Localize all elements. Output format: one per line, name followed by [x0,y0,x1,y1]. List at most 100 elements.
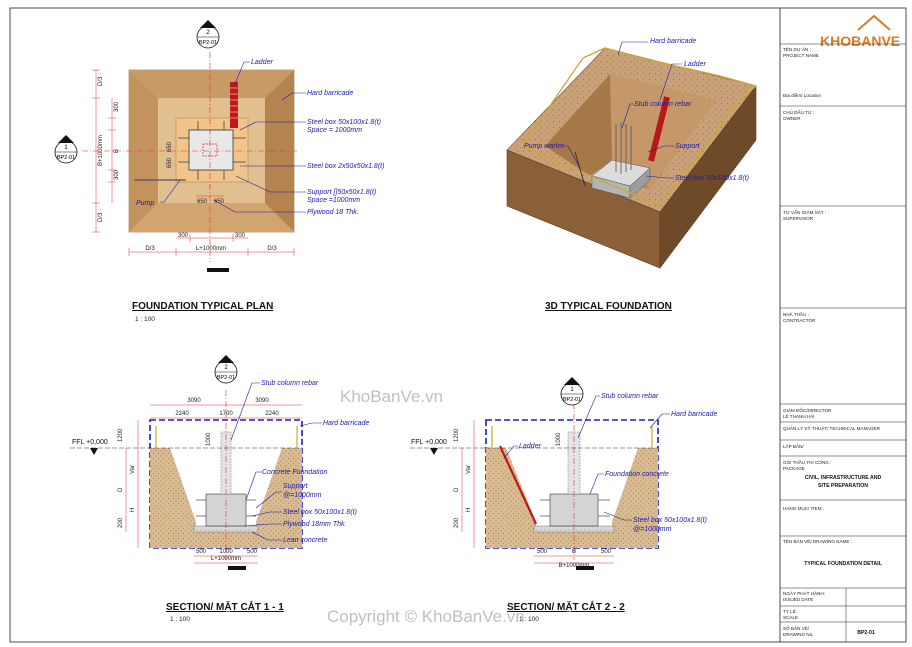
watermark-bottom: Copyright © KhoBanVe.vn [327,607,525,626]
sec1-dim-1000-v: 1000 [206,432,212,446]
tb-package-label: GÓI THẦU THI CÔNG : [783,459,831,465]
iso-label-steel-box: Steel box 50x100x1.8(t) [675,175,749,182]
sec2-ffl: FFL +0,000 [411,439,447,446]
iso-ladder [648,96,670,162]
sec1-dim-1000: 1000 [219,549,233,555]
sec1-title: SECTION/ MẶT CẮT 1 - 1 [166,600,284,613]
tb-drawing-no-label-en: DRAWING No. [783,632,813,637]
sec1-dim-3090-right: 3090 [255,398,269,404]
logo-text: KHOBANVE [820,33,900,49]
sec2-black-marker [576,566,594,570]
plan-dim-650-a: 650 [167,141,173,152]
sec2-label-ladder: Ladder [519,443,541,450]
sec1-dim-1700: 1700 [219,411,233,417]
plan-ref-top-sheet: BP2-01 [199,40,217,46]
tb-location: Địa điểm/ Location [783,92,821,98]
tb-package-label-en: PACKAGE [783,466,805,471]
sec1-dim-200: 200 [118,517,124,528]
sec1-soil-bottom [196,532,256,548]
iso-barricade-right [739,85,757,101]
plan-slope-bottom [129,203,294,232]
tb-item-label: HẠNG MỤC/ ITEM : [783,506,824,511]
sec2-dim-200: 200 [454,517,460,528]
sec2-title: SECTION/ MẶT CẮT 2 - 2 [507,600,625,613]
iso-ground-right-face [659,85,757,269]
sec1-leaders [230,382,322,541]
plan-section-ref-left: 1 BP2-01 [54,135,78,164]
plan-dim-300-left: 300 [178,233,189,239]
sec2-dim-d: D [454,487,460,492]
sec1-ffl: FFL +0,000 [72,439,108,446]
sec2-ref-sheet: BP2-01 [563,397,581,403]
sec2-soil-left [486,448,536,548]
tb-director-label: GIÁM ĐỐC/DIRECTOR [783,407,832,413]
sec1-dim-l1000: L+1000mm [211,556,241,562]
tb-contractor-label: NHÀ THẦU : [783,311,809,317]
plan-ref-left-sheet: BP2-01 [57,155,75,161]
plan-black-marker [207,268,229,272]
plan-dim-650-b: 650 [167,157,173,168]
sec1-soil-left [150,448,196,548]
iso-view: Hard barricade Ladder Stub column rebar … [506,38,757,312]
plan-dim-300-bottom: 300 [114,169,120,180]
sec1-dims [125,404,302,564]
sec2-dim-h: H [466,508,472,512]
sec1-ref-num: 2 [224,365,228,371]
tb-drawing-no: BP2-01 [857,630,875,636]
sec1-column-stub [220,431,232,495]
plan-dim-d3-top: D/3 [98,76,104,86]
sec2-leaders [503,395,670,521]
plan-label-steel-box-b: Steel box 2x50x50x1.8(t) [307,163,384,170]
tb-project-label: TÊN DỰ ÁN : [783,45,811,52]
plan-supports [178,121,246,180]
plan-dim-b: B [114,149,120,153]
iso-label-hard-barricade: Hard barricade [650,38,696,45]
sec1-label-steel-box: Steel box 50x100x1.8(t) [283,509,357,516]
iso-foundation-side [629,167,651,199]
sec1-dim-2240-right: 2240 [265,411,279,417]
iso-label-pump-water: Pump warter [524,143,564,150]
plan-ladder [230,82,238,128]
iso-title: 3D TYPICAL FOUNDATION [545,301,672,312]
sec2-dim-500-right: 500 [601,549,612,555]
plan-slope-top [129,70,294,98]
sec2-supports [540,499,610,517]
plan-label-plywood: Plywood 18 Thk. [307,209,359,216]
sec2-label-space: @=1000mm [633,526,672,533]
plan-foundation [188,129,234,171]
sec1-foundation [205,493,247,527]
tb-contractor-label-en: CONTRACTOR [783,318,816,323]
sec1-ref: 2 BP2-01 [214,355,238,384]
sec1-ffl-marker [90,448,98,455]
tb-issued-label-en: ISSUED DATE [783,597,813,602]
plan-dim-650-c: 650 [197,199,208,205]
plan-ref-left-num: 1 [64,145,68,151]
tb-drawn-label: LẬP BẢN/ [783,443,804,449]
tb-owner-label: CHỦ ĐẦU TƯ : [783,109,814,115]
titleblock: KHOBANVE TÊN DỰ ÁN : PROJECT NAME Địa đi… [780,14,906,642]
sec2-ref-num: 1 [570,387,574,393]
plan-label-space-a: Space = 1000mm [307,127,362,134]
plan-label-space-b: Space =1000mm [307,197,360,204]
sec1-dim-500-left: 500 [196,549,207,555]
iso-barricade-front [521,99,741,207]
sec1-black-marker [228,566,246,570]
sec2-ffl-marker [430,448,438,455]
titleblock-logo: KHOBANVE [820,14,900,49]
sec2-label-steel-box: Steel box 50x100x1.8(t) [633,517,707,524]
plan-dim-300-top: 300 [114,101,120,112]
plan-ref-top-num: 2 [206,30,210,36]
plan-label-hard-barricade: Hard barricade [307,90,353,97]
sec1-dim-500-right: 500 [247,549,258,555]
sec1-label-support: Support [283,483,309,490]
sec2-ladder [499,445,537,525]
sec1-dim-h: H [130,508,136,512]
tb-supervisor-label: TƯ VẤN GIÁM SÁT : [783,209,826,215]
plan-dim-l1000: L+1000mm [196,246,226,252]
tb-drawing-no-label: SỐ BẢN VẼ/ [783,625,810,631]
sec1-supports [196,499,256,517]
tb-issued-label: NGÀY PHÁT HÀNH: [783,590,825,596]
iso-pit-wall-right [610,74,716,190]
sec1-dim-var: Var [130,465,136,474]
sec2-ref: 1 BP2-01 [560,377,584,406]
